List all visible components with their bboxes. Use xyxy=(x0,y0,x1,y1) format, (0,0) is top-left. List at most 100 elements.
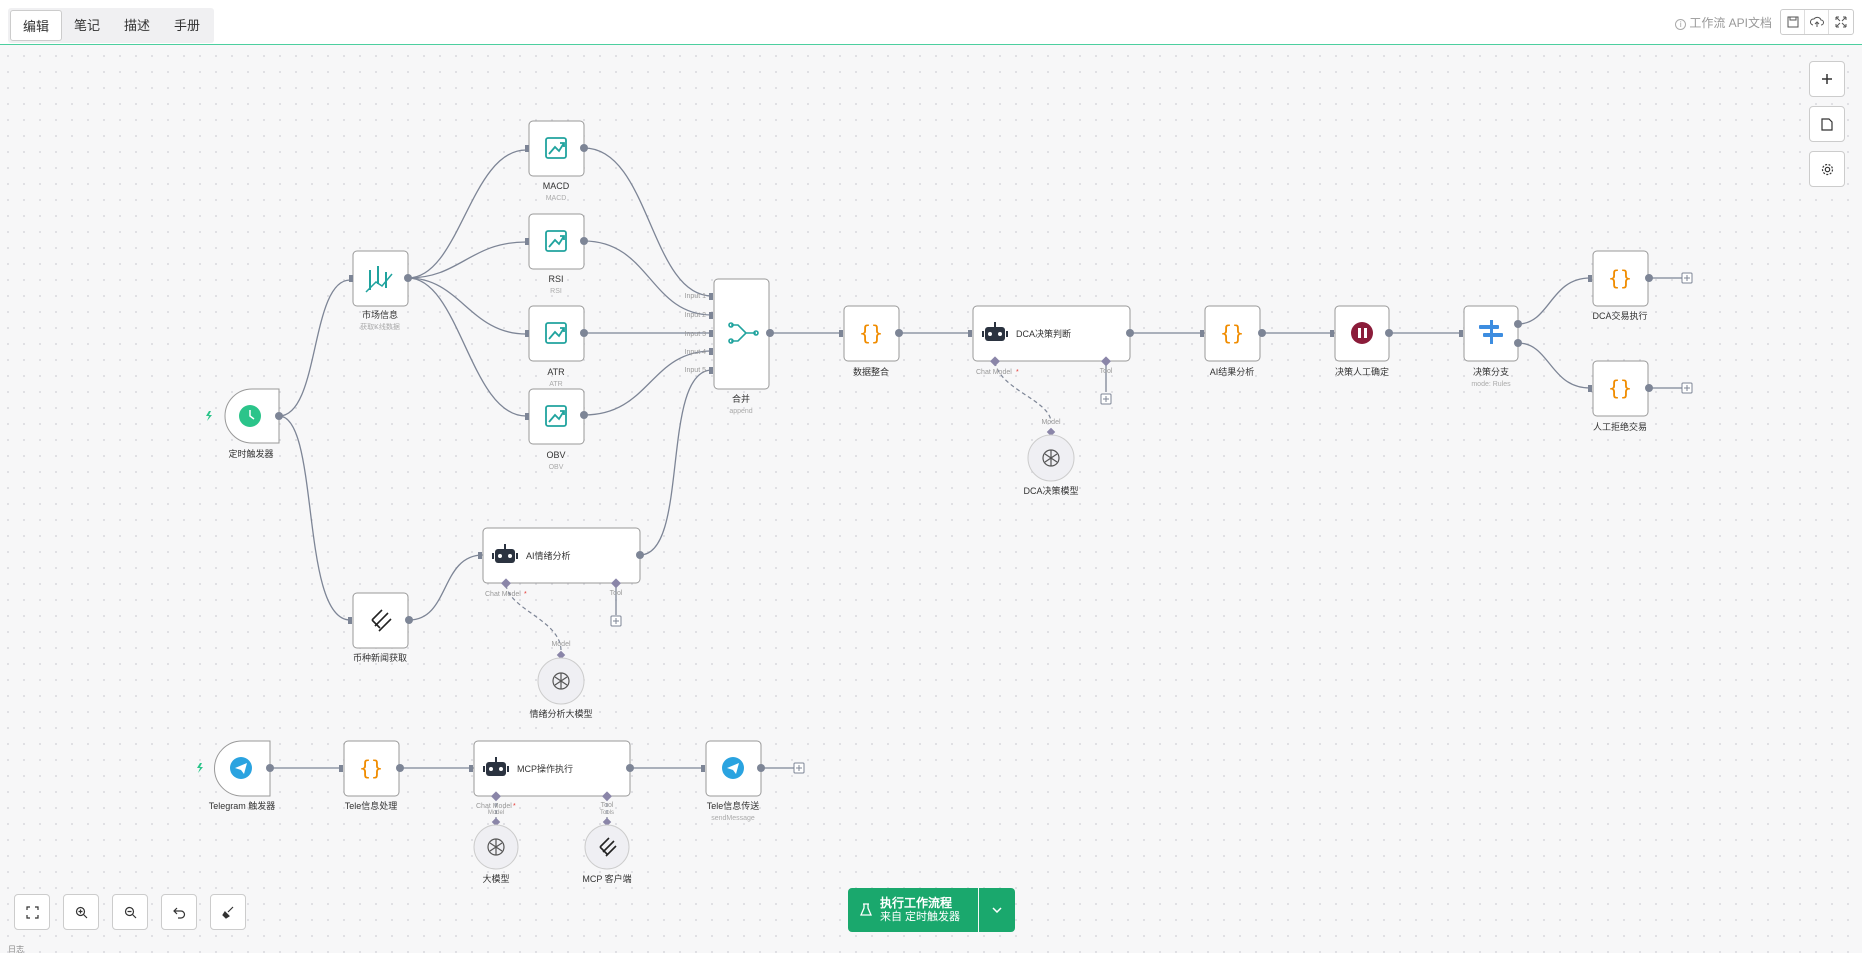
node-tele-process[interactable]: {} Tele信息处理 xyxy=(339,740,404,811)
node-mcp-client[interactable]: Tools MCP 客户端 xyxy=(582,810,631,884)
add-node-button[interactable] xyxy=(1809,61,1845,97)
merge-input-5: Input 5 xyxy=(685,367,707,374)
obv-sublabel: OBV xyxy=(549,464,564,471)
execute-options-button[interactable] xyxy=(979,888,1015,932)
trend-chart-icon xyxy=(545,230,567,252)
candlestick-icon xyxy=(365,266,393,293)
fullscreen-button[interactable] xyxy=(1829,10,1853,34)
zoom-in-icon xyxy=(75,906,87,918)
obv-label: OBV xyxy=(546,450,565,460)
cloud-upload-icon xyxy=(1809,16,1824,27)
file-actions xyxy=(1780,9,1854,35)
flask-icon xyxy=(860,903,872,916)
robot-icon xyxy=(492,544,518,563)
code-braces-icon: {} xyxy=(359,756,383,780)
dca-exec-add-button[interactable] xyxy=(1681,272,1693,284)
tab-notes[interactable]: 笔记 xyxy=(74,18,101,33)
reject-add-button[interactable] xyxy=(1681,382,1693,394)
svg-text:*: * xyxy=(513,803,516,810)
tab-edit[interactable]: 编辑 xyxy=(10,10,63,41)
undo-button[interactable] xyxy=(161,894,197,930)
lightning-icon xyxy=(206,411,212,421)
node-tele-send[interactable]: Tele信息传送 sendMessage xyxy=(701,740,765,822)
zoom-in-button[interactable] xyxy=(63,894,99,930)
node-rsi[interactable]: RSI RSI xyxy=(525,213,588,295)
node-big-model[interactable]: Model 大模型 xyxy=(473,810,519,884)
mcp-icon xyxy=(599,837,617,857)
execute-title: 执行工作流程 xyxy=(880,896,953,910)
mcp-client-label: MCP 客户端 xyxy=(582,873,631,884)
sentiment-add-tool-button[interactable] xyxy=(610,615,622,627)
execute-workflow-button[interactable]: 执行工作流程 来自 定时触发器 xyxy=(848,888,978,932)
node-mcp-exec[interactable]: MCP操作执行 Chat Model * Tool xyxy=(469,740,634,810)
tele-send-sublabel: sendMessage xyxy=(711,815,755,822)
node-reject-trade[interactable]: {} 人工拒绝交易 xyxy=(1588,360,1653,432)
merge-input-4: Input 4 xyxy=(685,349,707,356)
zoom-out-button[interactable] xyxy=(112,894,148,930)
node-dca-decision[interactable]: DCA决策判断 Chat Model * Tool xyxy=(968,305,1134,376)
openai-icon xyxy=(552,672,570,690)
pause-icon xyxy=(1351,322,1373,344)
node-decision-branch[interactable]: 决策分支 mode: Rules xyxy=(1459,305,1522,388)
save-button[interactable] xyxy=(1781,10,1805,34)
node-sentiment-model[interactable]: Model 情绪分析大模型 xyxy=(529,641,592,719)
node-ai-result[interactable]: {} AI结果分析 xyxy=(1200,305,1266,377)
robot-icon xyxy=(982,322,1008,341)
code-braces-icon: {} xyxy=(859,321,883,345)
node-dca-model[interactable]: Model DCA决策模型 xyxy=(1023,419,1078,496)
tidy-up-button[interactable] xyxy=(210,894,246,930)
sticky-note-button[interactable] xyxy=(1809,106,1845,142)
svg-text:*: * xyxy=(524,591,527,598)
node-data-merge[interactable]: {} 数据整合 xyxy=(839,305,903,377)
market-label: 市场信息 xyxy=(362,309,398,320)
merge-label: 合并 xyxy=(732,393,750,404)
timer-label: 定时触发器 xyxy=(228,448,273,459)
branch-label: 决策分支 xyxy=(1473,366,1509,377)
node-news-fetch[interactable]: 币种新闻获取 xyxy=(348,592,413,663)
rsi-label: RSI xyxy=(548,274,563,284)
node-atr[interactable]: ATR ATR xyxy=(525,305,588,388)
tab-manual[interactable]: 手册 xyxy=(174,18,201,33)
mode-tabs: 编辑 笔记 描述 手册 xyxy=(8,8,215,43)
merge-sublabel: append xyxy=(729,408,752,415)
node-telegram-trigger[interactable]: Telegram 触发器 xyxy=(197,740,275,811)
mcp-chat-model-port: Chat Model xyxy=(476,803,512,810)
macd-label: MACD xyxy=(543,181,570,191)
news-label: 币种新闻获取 xyxy=(353,652,407,663)
openai-icon xyxy=(487,838,505,856)
sentiment-label: AI情绪分析 xyxy=(526,550,571,561)
dca-add-tool-button[interactable] xyxy=(1100,393,1112,405)
chevron-down-icon xyxy=(992,907,1002,913)
settings-button[interactable] xyxy=(1809,151,1845,187)
node-human-confirm[interactable]: 决策人工确定 xyxy=(1330,305,1393,377)
mcp-tool-port: Tool xyxy=(601,802,614,809)
merge-icon xyxy=(728,322,759,344)
broom-icon xyxy=(221,906,233,919)
note-icon xyxy=(1821,117,1833,131)
robot-icon xyxy=(483,757,509,776)
trend-chart-icon xyxy=(545,405,567,427)
node-sentiment-analysis[interactable]: AI情绪分析 Chat Model * Tool xyxy=(478,527,644,598)
atr-sublabel: ATR xyxy=(549,381,562,388)
tab-description[interactable]: 描述 xyxy=(124,18,151,33)
tele-proc-label: Tele信息处理 xyxy=(345,800,398,811)
code-braces-icon: {} xyxy=(1608,376,1632,400)
upload-button[interactable] xyxy=(1805,10,1829,34)
node-obv[interactable]: OBV OBV xyxy=(525,388,588,471)
tele-send-label: Tele信息传送 xyxy=(707,800,760,811)
big-model-port: Model xyxy=(488,810,504,816)
logs-label[interactable]: 日志 xyxy=(8,945,24,953)
node-dca-exec[interactable]: {} DCA交易执行 xyxy=(1588,250,1653,321)
node-timer-trigger[interactable]: 定时触发器 xyxy=(206,388,283,459)
sentiment-model-port: Model xyxy=(551,641,571,648)
svg-text:*: * xyxy=(1016,369,1019,376)
save-icon xyxy=(1787,16,1798,28)
fit-view-button[interactable] xyxy=(14,894,50,930)
node-merge[interactable]: Input 1 Input 2 Input 3 Input 4 Input 5 … xyxy=(685,278,774,415)
node-macd[interactable]: MACD MACD xyxy=(525,120,588,202)
node-market-info[interactable]: 市场信息 获取K线数据 xyxy=(349,250,412,331)
tele-send-add-button[interactable] xyxy=(793,762,805,774)
